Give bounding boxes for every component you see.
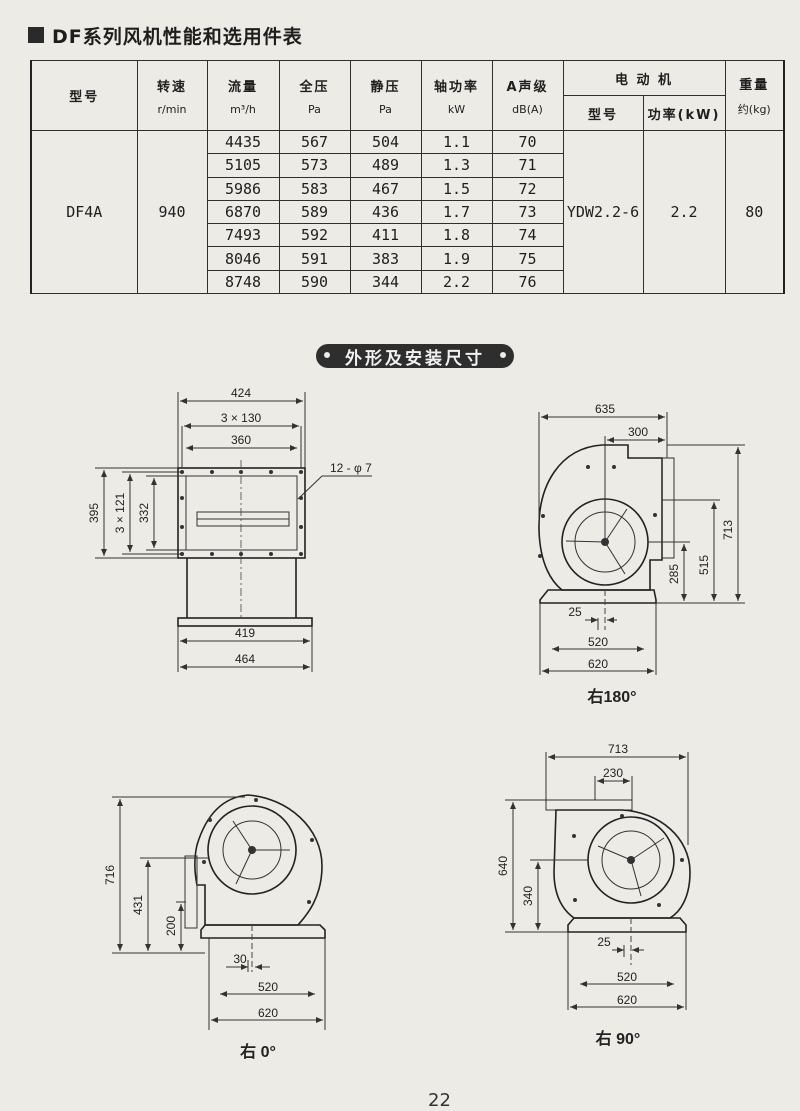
front-view-drawing: 424 3 × 130 360 12 - φ 7 395 3 × 121 332…: [87, 386, 372, 672]
dim-front-inner-height: 332: [137, 503, 151, 523]
dim-180-axis: 285: [667, 564, 681, 584]
cell-flow: 5986: [206, 176, 280, 201]
cell-static-pressure: 344: [349, 269, 422, 295]
cell-sound-level: 75: [491, 246, 564, 271]
dim-90-offset: 25: [597, 935, 611, 949]
cell-model: DF4A: [30, 129, 138, 295]
dim-90-outlet: 230: [603, 766, 623, 780]
square-bullet-icon: [28, 27, 44, 43]
cell-total-pressure: 591: [278, 246, 351, 271]
dim-90-width: 713: [608, 742, 628, 756]
table-row: 7493 592 411 1.8 74: [31, 223, 784, 248]
dim-180-base: 620: [588, 657, 608, 671]
cell-shaft-power: 2.2: [420, 269, 493, 295]
dim-front-holes: 12 - φ 7: [330, 461, 372, 475]
table-row: 8748 590 344 2.2 76: [31, 269, 784, 295]
dim-0-height: 716: [103, 865, 117, 885]
dim-front-base-inner: 419: [235, 626, 255, 640]
dim-180-offset: 25: [568, 605, 582, 619]
dim-front-height: 395: [87, 503, 101, 523]
dim-front-inner: 360: [231, 433, 251, 447]
header-motor-power: 功率(kW): [642, 95, 726, 131]
cell-sound-level: 70: [491, 129, 564, 155]
dim-180-height: 713: [721, 520, 735, 540]
dim-front-holes-x: 3 × 130: [221, 411, 262, 425]
dim-0-base: 620: [258, 1006, 278, 1020]
dim-180-outlet-height: 515: [697, 555, 711, 575]
dim-90-height: 640: [496, 856, 510, 876]
cell-flow: 8748: [206, 269, 280, 295]
header-model: 型号: [30, 60, 138, 131]
dim-90-base-inner: 520: [617, 970, 637, 984]
dim-0-outlet: 200: [164, 916, 178, 936]
dim-90-base: 620: [617, 993, 637, 1007]
caption-180: 右180°: [587, 687, 636, 706]
cell-total-pressure: 589: [278, 199, 351, 225]
cell-flow: 8046: [206, 246, 280, 271]
cell-shaft-power: 1.3: [420, 153, 493, 178]
section-title: 外形及安装尺寸: [316, 344, 514, 369]
dim-90-axis: 340: [521, 886, 535, 906]
cell-static-pressure: 504: [349, 129, 422, 155]
page-title: DF系列风机性能和选用件表: [52, 25, 303, 48]
table-row: DF4A 940 4435 567 504 1.1 70 YDW2.2-6 2.…: [30, 129, 785, 295]
dim-0-base-inner: 520: [258, 980, 278, 994]
dim-180-outlet: 300: [628, 425, 648, 439]
view-90-drawing: 713 230 640 340 25 520 620 右 90°: [496, 742, 691, 1048]
table-row: 6870 589 436 1.7 73: [31, 199, 784, 225]
cell-weight: 80: [724, 129, 785, 295]
cell-total-pressure: 590: [278, 269, 351, 295]
cell-total-pressure: 592: [278, 223, 351, 248]
cell-sound-level: 76: [491, 269, 564, 295]
caption-0: 右 0°: [240, 1042, 276, 1061]
dim-front-width: 424: [231, 386, 251, 400]
dim-180-base-inner: 520: [588, 635, 608, 649]
cell-sound-level: 71: [491, 153, 564, 178]
cell-motor-power: 2.2: [642, 129, 726, 295]
page-number: 22: [428, 1090, 451, 1111]
dim-0-axis: 431: [131, 895, 145, 915]
dim-front-base: 464: [235, 652, 255, 666]
dim-0-offset: 30: [233, 952, 247, 966]
page-header: DF系列风机性能和选用件表: [28, 20, 303, 50]
dim-180-width: 635: [595, 402, 615, 416]
cell-static-pressure: 411: [349, 223, 422, 248]
header-motor-model: 型号: [562, 95, 644, 131]
cell-flow: 7493: [206, 223, 280, 248]
cell-flow: 6870: [206, 199, 280, 225]
header-weight: 重量约(kg): [724, 60, 785, 131]
view-180-drawing: 635 300 713 515 285 25 520 620 右180°: [538, 402, 745, 706]
cell-flow: 4435: [206, 129, 280, 155]
view-0-drawing: 716 431 200 30 520 620 右 0°: [103, 794, 326, 1061]
caption-90: 右 90°: [596, 1029, 641, 1048]
dim-front-holes-y: 3 × 121: [113, 492, 127, 533]
cell-total-pressure: 567: [278, 129, 351, 155]
